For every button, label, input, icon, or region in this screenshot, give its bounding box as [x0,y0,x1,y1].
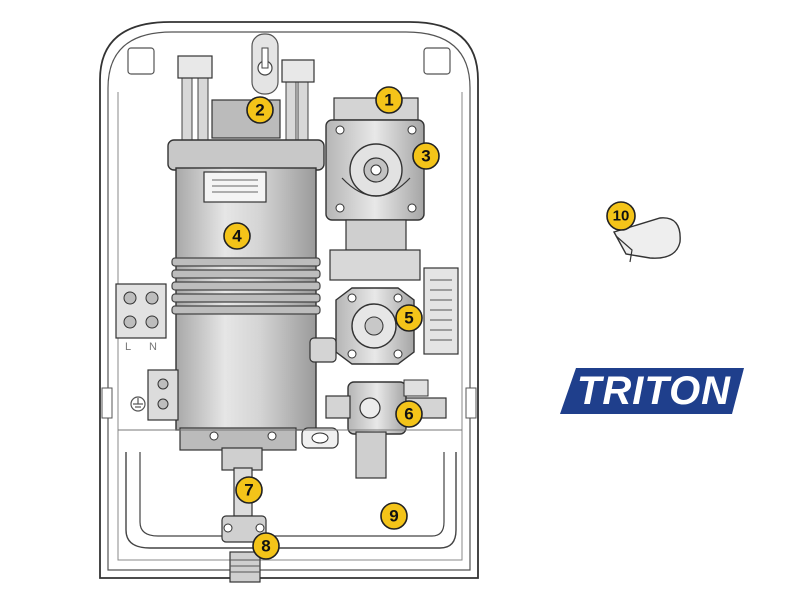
part-marker-7: 7 [235,476,263,504]
outlet-assembly [221,447,267,583]
vent-grill [423,267,459,355]
live-terminal-label: L [125,341,131,353]
part-marker-4: 4 [223,222,251,250]
neutral-terminal-label: N [149,341,157,353]
part-marker-6: 6 [395,400,423,428]
part-markers: 1 2 3 4 5 6 7 8 [223,86,636,560]
part-marker-10: 10 [606,201,636,231]
svg-text:3: 3 [421,147,430,166]
part-marker-8: 8 [252,532,280,560]
svg-text:8: 8 [261,537,270,556]
part-marker-2: 2 [246,96,274,124]
heater-terminals [177,55,315,149]
bottom-cover-rail [118,429,462,549]
terminal-block: L N [115,283,179,421]
svg-text:9: 9 [389,507,398,526]
end-cap-part [612,217,681,263]
brand-logo-text: TRITON [577,369,731,413]
svg-text:10: 10 [613,208,630,225]
part-marker-9: 9 [380,502,408,530]
svg-text:2: 2 [255,101,264,120]
svg-text:6: 6 [404,405,413,424]
cable-clamp [301,427,339,449]
brand-logo: TRITON [560,368,744,414]
svg-text:5: 5 [404,309,413,328]
solenoid-valve [325,379,447,479]
pressure-switch-housing [325,97,425,281]
svg-text:7: 7 [244,481,253,500]
svg-text:1: 1 [384,91,393,110]
part-marker-5: 5 [395,304,423,332]
keyhole-hanger [251,33,279,95]
svg-text:4: 4 [232,227,242,246]
part-marker-3: 3 [412,142,440,170]
heater-can-ribs [171,257,321,315]
earth-icon [130,396,146,412]
part-marker-1: 1 [375,86,403,114]
heater-can [167,139,325,451]
flow-valve [309,287,415,365]
